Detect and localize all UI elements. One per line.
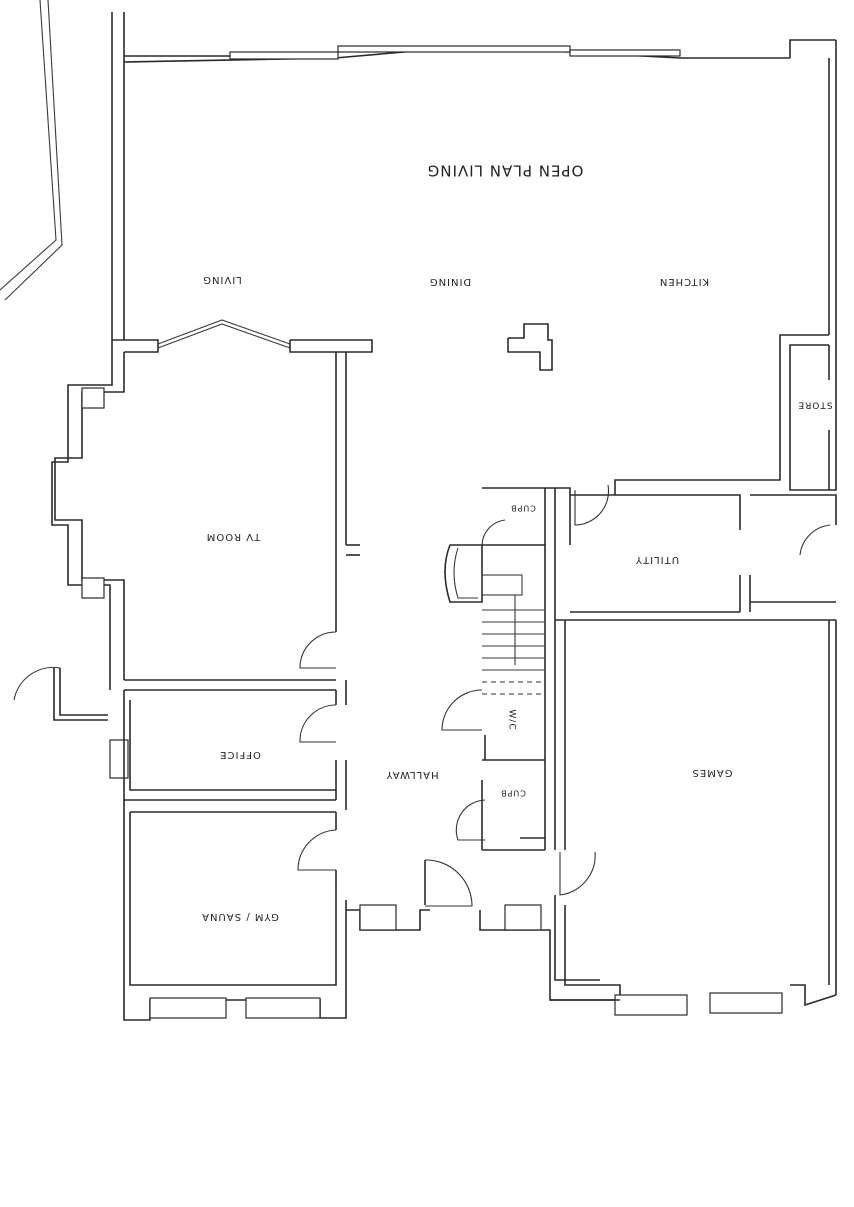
site-boundary: [0, 0, 63, 301]
label-gym-sauna: GYM / SAUNA: [201, 911, 279, 922]
label-cupb-upper: CUPB: [510, 504, 536, 513]
open-plan-walls: [111, 12, 837, 340]
label-games: GAMES: [692, 767, 733, 778]
upper-cupboard: [481, 487, 571, 546]
label-wc: W/C: [507, 709, 517, 730]
gym-walls: [123, 800, 347, 1021]
label-cupb-lower: CUPB: [500, 789, 526, 798]
label-open-plan-living: OPEN PLAN LIVING: [427, 162, 584, 180]
label-hallway: HALLWAY: [385, 769, 438, 780]
stair-treads: [482, 595, 545, 695]
utility-walls: [570, 484, 837, 613]
tv-room-walls: [51, 340, 360, 691]
label-store: STORE: [797, 400, 832, 410]
label-kitchen: KITCHEN: [659, 276, 709, 287]
bay-window: [112, 319, 373, 353]
label-tv-room: TV ROOM: [206, 531, 261, 542]
stair-block: [441, 488, 556, 851]
chimney: [507, 323, 553, 371]
front-entrance: [346, 859, 620, 1001]
games-walls: [550, 619, 837, 1016]
label-office: OFFICE: [219, 749, 261, 760]
label-utility: UTILITY: [635, 554, 679, 565]
side-entrance: [13, 666, 129, 779]
store-walls: [614, 334, 837, 495]
label-living: LIVING: [202, 274, 242, 285]
office-walls: [123, 680, 347, 810]
label-dining: DINING: [429, 276, 471, 287]
